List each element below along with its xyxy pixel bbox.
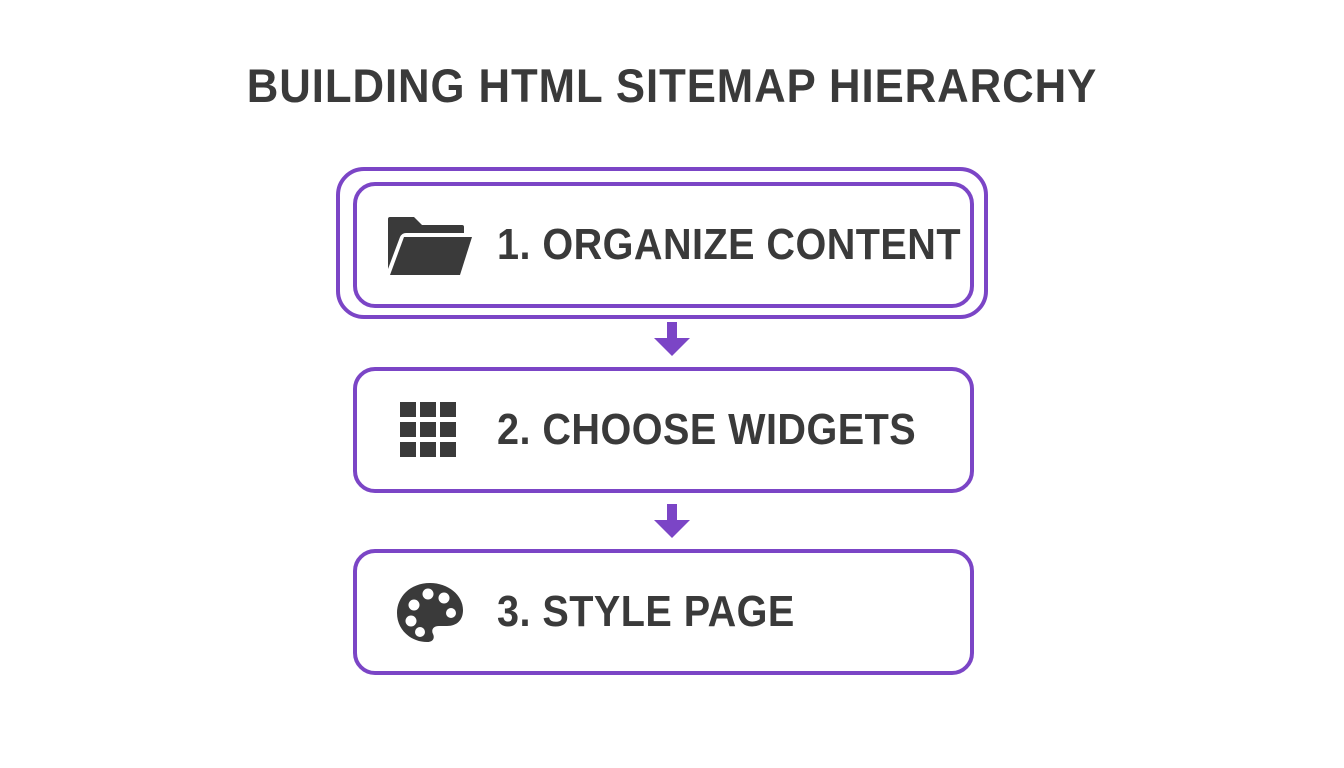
step-style-page: 3. STYLE PAGE: [353, 549, 974, 675]
arrow-down-icon: [654, 322, 690, 356]
arrow-down-icon: [654, 504, 690, 538]
folder-icon: [385, 215, 475, 277]
highlight-frame: [336, 167, 988, 319]
step-label: 2. CHOOSE WIDGETS: [497, 405, 917, 454]
step-label: 1. ORGANIZE CONTENT: [497, 220, 961, 269]
step-choose-widgets: 2. CHOOSE WIDGETS: [353, 367, 974, 493]
diagram-title: BUILDING HTML SITEMAP HIERARCHY: [246, 59, 1098, 112]
grid-icon: [385, 400, 475, 462]
step-label: 3. STYLE PAGE: [497, 587, 795, 636]
palette-icon: [385, 582, 475, 644]
step-organize-content: 1. ORGANIZE CONTENT: [353, 182, 974, 308]
